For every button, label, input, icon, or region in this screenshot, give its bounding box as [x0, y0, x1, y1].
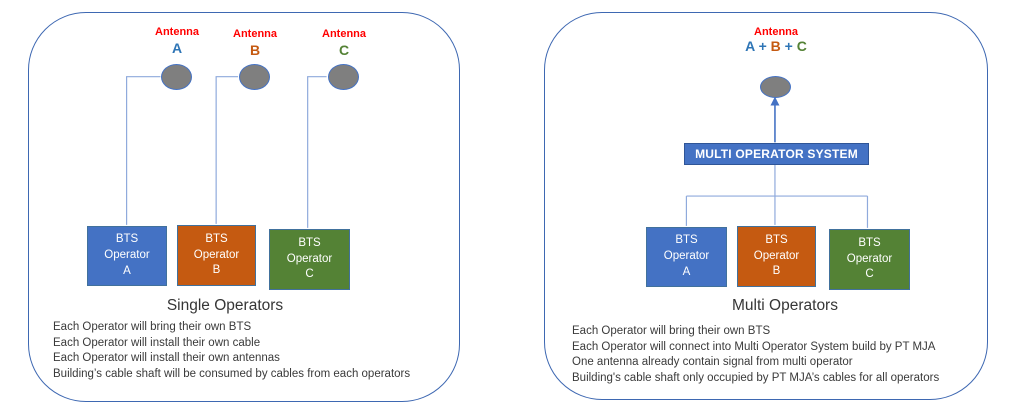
bts-box-line: C [305, 268, 314, 281]
formula-part: C [796, 38, 807, 54]
bts-box-line: A [682, 265, 691, 278]
bts-box-line: B [212, 264, 221, 277]
note-line: Each Operator will install their own cab… [53, 336, 261, 349]
multi-operator-system-label: MULTI OPERATOR SYSTEM [695, 147, 858, 161]
formula-part: + [780, 38, 797, 54]
antenna-group-b: Antenna B [233, 28, 277, 58]
antenna-icon-b [239, 64, 270, 90]
arrow-up-icon [770, 96, 780, 106]
bts-box-line: BTS [675, 234, 698, 247]
cable-line-c [307, 76, 327, 228]
bts-box-line: Operator [193, 248, 240, 261]
bts-box-line: B [772, 265, 781, 278]
bts-box-operator-b: BTS Operator B [177, 225, 256, 286]
antenna-letter-c: C [338, 42, 350, 58]
antenna-group-combined: Antenna A + B + C [745, 26, 807, 56]
bts-box-line: BTS [115, 233, 139, 246]
note-line: Building’s cable shaft will be consumed … [53, 367, 411, 380]
bts-box-operator-a: BTS Operator A [646, 227, 727, 287]
formula-part: A [745, 38, 755, 54]
antenna-letter-b: B [249, 42, 261, 58]
multi-operator-system-box: MULTI OPERATOR SYSTEM [684, 143, 869, 165]
bts-box-line: Operator [663, 250, 710, 263]
bts-box-line: C [865, 268, 874, 281]
bts-box-operator-c: BTS Operator C [829, 229, 910, 290]
connector-lines [685, 96, 869, 228]
bts-box-line: Operator [104, 249, 150, 262]
bts-box-line: BTS [298, 236, 321, 249]
formula-part: + [754, 38, 771, 54]
bts-box-operator-a: BTS Operator A [87, 226, 167, 286]
bts-box-line: Operator [286, 252, 333, 265]
antenna-icon-c [328, 64, 359, 90]
antenna-label: Antenna [155, 26, 199, 38]
single-operators-title: Single Operators [166, 297, 284, 314]
cable-line-a [126, 76, 161, 225]
single-operators-notes: Each Operator will bring their own BTS E… [53, 320, 410, 382]
cable-line-b [215, 76, 239, 224]
antenna-label: Antenna [754, 26, 798, 38]
antenna-label: Antenna [322, 28, 366, 40]
note-line: Each Operator will connect into Multi Op… [572, 340, 936, 353]
antenna-icon-combined [760, 76, 791, 98]
antenna-formula: A + B + C [745, 38, 807, 54]
multi-operators-notes: Each Operator will bring their own BTS E… [572, 324, 939, 386]
note-line: Building's cable shaft only occupied by … [572, 371, 940, 384]
bts-box-line: Operator [846, 252, 893, 265]
bts-box-line: BTS [765, 233, 788, 246]
antenna-group-c: Antenna C [322, 28, 366, 58]
bts-box-line: BTS [205, 232, 228, 245]
antenna-letter-a: A [171, 40, 183, 56]
note-line: Each Operator will install their own ant… [53, 352, 280, 364]
bts-box-operator-b: BTS Operator B [737, 226, 816, 287]
antenna-group-a: Antenna A [155, 26, 199, 56]
antenna-icon-a [161, 64, 192, 90]
formula-part: B [770, 38, 781, 54]
bts-box-line: Operator [753, 249, 800, 262]
bts-box-line: A [123, 264, 131, 277]
note-line: Each Operator will bring their own BTS [572, 325, 771, 337]
antenna-label: Antenna [233, 28, 277, 40]
note-line: Each Operator will bring their own BTS [53, 321, 252, 333]
note-line: One antenna already contain signal from … [572, 356, 853, 368]
multi-operators-title: Multi Operators [732, 297, 838, 314]
bts-box-line: BTS [858, 236, 881, 249]
multi-operators-panel: Antenna A + B + C MULTI OPERATOR SYSTEM … [544, 12, 988, 400]
single-operators-panel: Antenna A Antenna B Antenna C BTS Operat… [28, 12, 460, 402]
connector-lines [126, 76, 327, 228]
bts-box-operator-c: BTS Operator C [269, 229, 350, 290]
